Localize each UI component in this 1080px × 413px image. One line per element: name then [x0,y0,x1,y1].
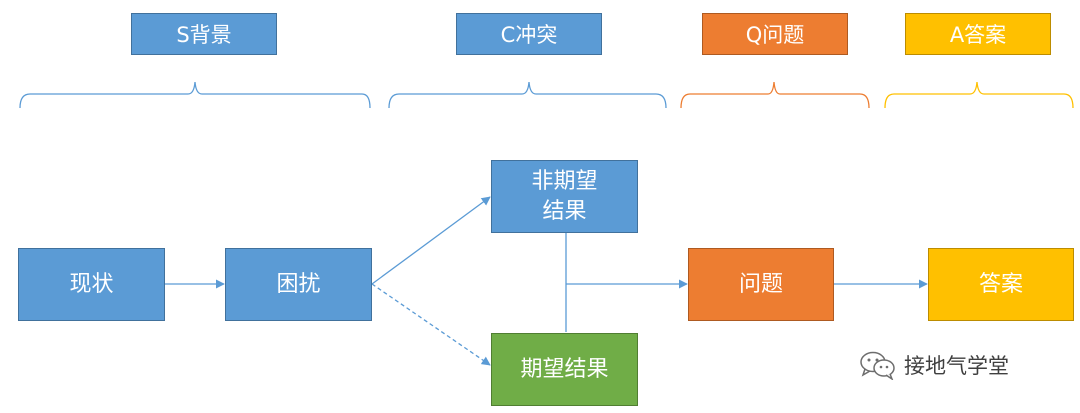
brace-a [884,81,1074,109]
node-trouble: 困扰 [225,248,372,321]
node-desired-result: 期望结果 [491,333,638,406]
node-desired-result-label: 期望结果 [520,356,609,382]
node-undesired-result: 非期望 结果 [491,160,638,233]
watermark-text: 接地气学堂 [904,354,1009,378]
header-a-answer: A答案 [905,13,1051,55]
header-a-label: A答案 [949,23,1007,47]
node-question-label: 问题 [738,271,783,297]
header-q-question: Q问题 [702,13,848,55]
header-s-label: S背景 [176,23,232,47]
arrow-trouble-to-undesired [371,196,491,285]
node-current-state-label: 现状 [69,271,114,297]
node-current-state: 现状 [18,248,165,321]
node-trouble-label: 困扰 [276,271,321,297]
node-answer-label: 答案 [978,271,1023,297]
header-s-background: S背景 [131,13,277,55]
header-c-conflict: C冲突 [456,13,602,55]
watermark: 接地气学堂 [858,350,1009,380]
brace-q [680,81,870,109]
arrow-trouble-to-desired [371,283,491,366]
node-answer: 答案 [928,248,1074,321]
brace-c [388,81,667,109]
node-question: 问题 [688,248,834,321]
header-c-label: C冲突 [500,23,558,47]
header-q-label: Q问题 [745,23,805,47]
node-undesired-result-label: 非期望 结果 [531,168,598,224]
brace-s [19,81,371,109]
wechat-icon [860,351,895,380]
